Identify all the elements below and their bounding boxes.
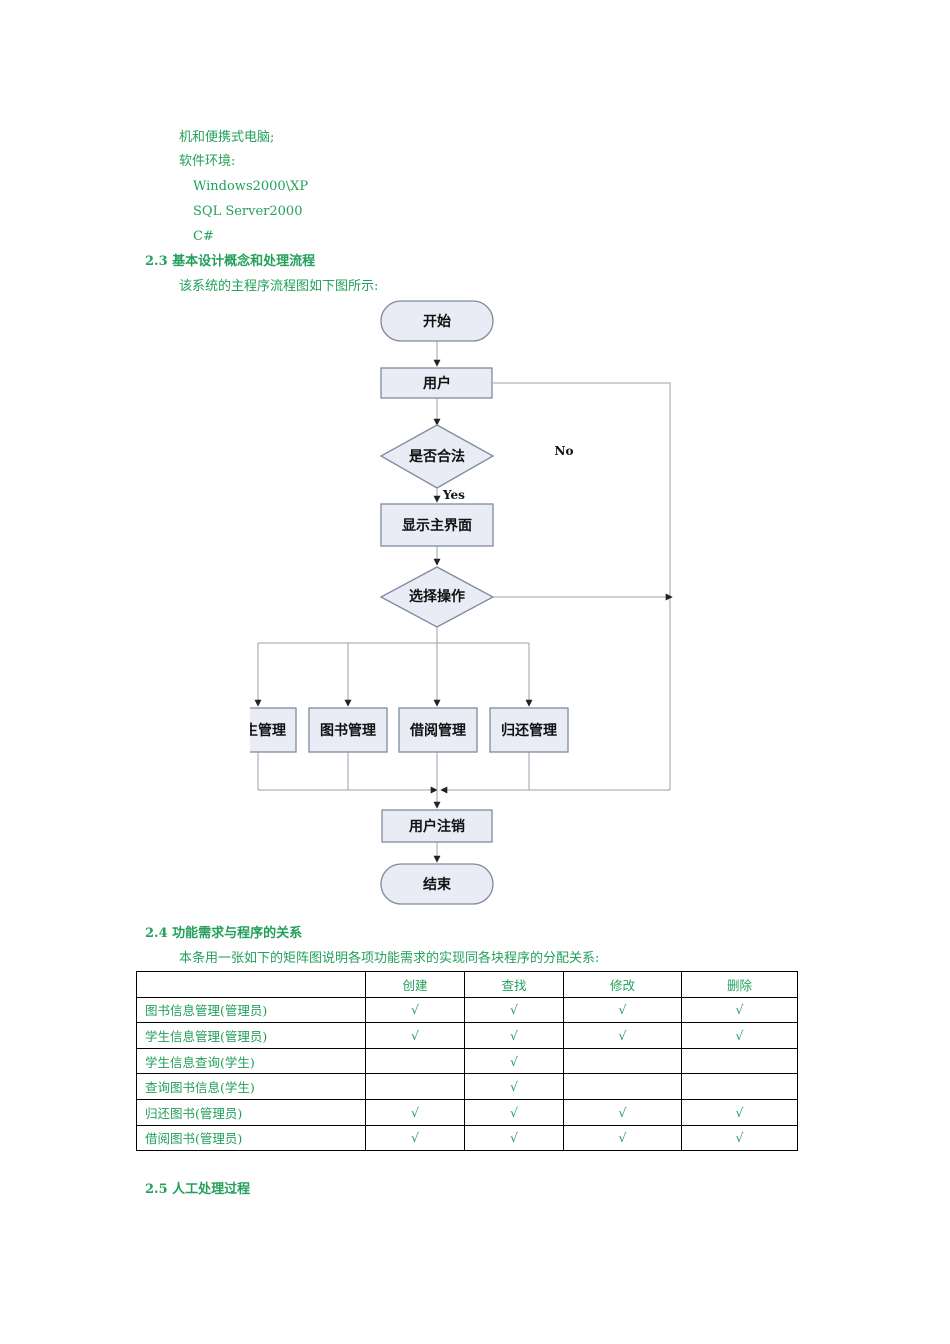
table-row: 查询图书信息(学生) √ bbox=[136, 1073, 798, 1100]
section-heading-2-4: 2.4 功能需求与程序的关系 bbox=[145, 926, 303, 941]
check-cell bbox=[681, 1047, 798, 1075]
branch-label-yes: Yes bbox=[442, 488, 465, 502]
check-cell: √ bbox=[681, 996, 798, 1024]
paragraph-software-env: 软件环境: bbox=[179, 154, 236, 169]
process-logout bbox=[381, 809, 493, 843]
section-intro-2-3: 该系统的主程序流程图如下图所示: bbox=[179, 279, 379, 294]
table-row: 借阅图书(管理员) √ √ √ √ bbox=[136, 1124, 798, 1152]
section-intro-2-4: 本条用一张如下的矩阵图说明各项功能需求的实现同各块程序的分配关系: bbox=[179, 951, 600, 966]
paragraph-hardware-cont: 机和便携式电脑; bbox=[179, 130, 275, 145]
check-cell: √ bbox=[681, 1098, 798, 1126]
header-cell: 删除 bbox=[681, 971, 798, 998]
header-cell: 创建 bbox=[365, 971, 465, 998]
decision-legal bbox=[379, 424, 495, 489]
row-label-cell: 学生信息管理(管理员) bbox=[136, 1022, 366, 1049]
decision-choose bbox=[379, 566, 495, 628]
process-module-4 bbox=[489, 707, 569, 753]
table-row: 图书信息管理(管理员) √ √ √ √ bbox=[136, 996, 798, 1024]
process-module-2 bbox=[308, 707, 388, 753]
table-row: 归还图书(管理员) √ √ √ √ bbox=[136, 1098, 798, 1126]
node-label-module-1: 学生管理 bbox=[250, 722, 286, 739]
check-cell: √ bbox=[563, 1098, 682, 1126]
check-cell bbox=[681, 1073, 798, 1100]
check-cell: √ bbox=[681, 1124, 798, 1152]
node-label-module-2: 图书管理 bbox=[320, 722, 376, 739]
check-cell: √ bbox=[365, 1124, 465, 1152]
check-cell bbox=[563, 1073, 682, 1100]
check-cell: √ bbox=[563, 996, 682, 1024]
line-no-branch bbox=[493, 382, 671, 790]
process-main-ui bbox=[380, 503, 494, 547]
header-cell: 修改 bbox=[563, 971, 682, 998]
check-cell: √ bbox=[365, 996, 465, 1024]
check-cell: √ bbox=[563, 1124, 682, 1152]
section-heading-2-5: 2.5 人工处理过程 bbox=[145, 1182, 251, 1197]
function-matrix-table: 创建 查找 修改 删除 图书信息管理(管理员) √ √ √ √ 学生信息管理(管… bbox=[136, 971, 798, 1152]
table-row: 学生信息管理(管理员) √ √ √ √ bbox=[136, 1022, 798, 1049]
node-label-user: 用户 bbox=[423, 375, 451, 392]
check-cell bbox=[563, 1047, 682, 1075]
process-module-3 bbox=[398, 707, 478, 753]
env-item-lang: C# bbox=[193, 229, 214, 244]
node-label-main-ui: 显示主界面 bbox=[402, 517, 472, 534]
check-cell: √ bbox=[681, 1022, 798, 1049]
node-label-module-3: 借阅管理 bbox=[409, 722, 466, 739]
branch-label-no: No bbox=[555, 444, 574, 458]
row-label-cell: 图书信息管理(管理员) bbox=[136, 996, 366, 1024]
node-label-start: 开始 bbox=[423, 313, 451, 330]
check-cell bbox=[365, 1073, 465, 1100]
table-header-row: 创建 查找 修改 删除 bbox=[136, 971, 798, 998]
section-heading-2-3: 2.3 基本设计概念和处理流程 bbox=[145, 254, 316, 269]
check-cell bbox=[365, 1047, 465, 1075]
terminal-end bbox=[380, 863, 494, 905]
row-label-cell: 查询图书信息(学生) bbox=[136, 1073, 366, 1100]
header-cell: 查找 bbox=[464, 971, 564, 998]
flow-nodes bbox=[250, 300, 569, 905]
node-label-legal: 是否合法 bbox=[409, 448, 465, 465]
terminal-start bbox=[380, 300, 494, 342]
check-cell: √ bbox=[365, 1098, 465, 1126]
check-cell: √ bbox=[464, 1124, 564, 1152]
header-cell bbox=[136, 971, 366, 998]
check-cell: √ bbox=[464, 1098, 564, 1126]
process-module-1 bbox=[250, 707, 297, 753]
node-label-module-4: 归还管理 bbox=[501, 722, 557, 739]
node-label-end: 结束 bbox=[423, 876, 452, 893]
connector-lines bbox=[254, 341, 673, 863]
check-cell: √ bbox=[563, 1022, 682, 1049]
env-item-os: Windows2000\XP bbox=[193, 179, 309, 194]
check-cell: √ bbox=[365, 1022, 465, 1049]
check-cell: √ bbox=[464, 996, 564, 1024]
env-item-db: SQL Server2000 bbox=[193, 204, 303, 219]
row-label-cell: 学生信息查询(学生) bbox=[136, 1047, 366, 1075]
main-flowchart: 开始 用户 是否合法 No Yes 显示主界面 选择操作 学生管理 图书管理 借… bbox=[250, 300, 673, 905]
check-cell: √ bbox=[464, 1047, 564, 1075]
check-cell: √ bbox=[464, 1022, 564, 1049]
node-label-choose: 选择操作 bbox=[409, 588, 465, 605]
check-cell: √ bbox=[464, 1073, 564, 1100]
row-label-cell: 归还图书(管理员) bbox=[136, 1098, 366, 1126]
row-label-cell: 借阅图书(管理员) bbox=[136, 1124, 366, 1152]
table-row: 学生信息查询(学生) √ bbox=[136, 1047, 798, 1075]
node-label-logout: 用户注销 bbox=[409, 818, 465, 835]
process-user bbox=[380, 367, 493, 399]
